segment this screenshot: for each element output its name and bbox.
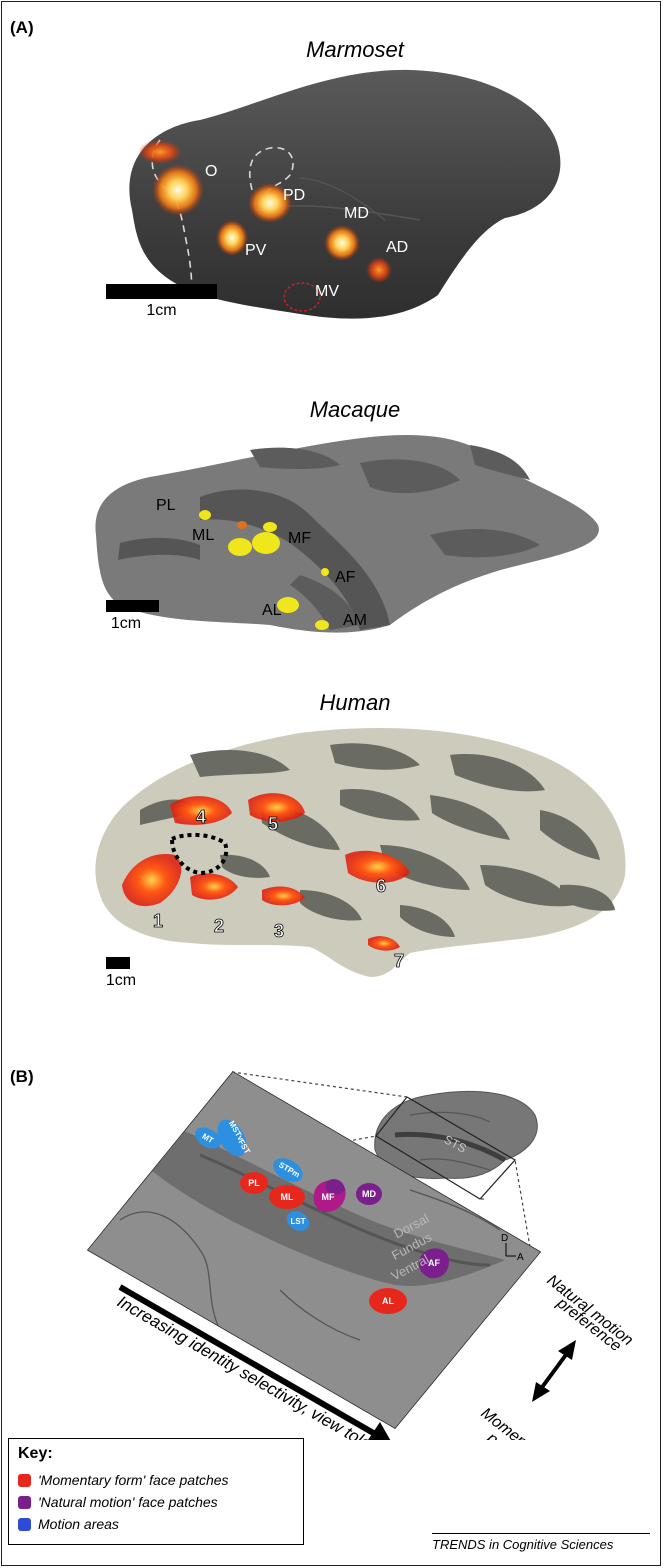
- macaque-label-al: AL: [262, 602, 282, 619]
- macaque-patch-mf-b: [263, 522, 277, 532]
- marmoset-scale-bar: [106, 284, 217, 299]
- marmoset-patch-o: [152, 164, 204, 216]
- key-item-motion: Motion areas: [18, 1516, 119, 1532]
- key-swatch-motion: [18, 1518, 31, 1531]
- macaque-patch-am: [315, 620, 329, 630]
- macaque-scale-bar: [106, 600, 159, 612]
- key-swatch-form: [18, 1474, 31, 1487]
- key-swatch-natural: [18, 1496, 31, 1509]
- marmoset-label-pd: PD: [283, 187, 305, 204]
- marmoset-patch-md: [324, 225, 360, 261]
- macaque-patch-ml: [228, 538, 252, 556]
- region-al-label: AL: [382, 1296, 394, 1306]
- orientation-a: A: [517, 1252, 524, 1263]
- macaque-scale-label: 1cm: [96, 615, 156, 633]
- macaque-label-pl: PL: [156, 497, 176, 514]
- credit-rule: [432, 1533, 650, 1534]
- journal-credit: TRENDS in Cognitive Sciences: [432, 1537, 652, 1552]
- key-label-natural: 'Natural motion' face patches: [38, 1494, 218, 1510]
- macaque-patch-pl: [199, 510, 211, 520]
- macaque-label-ml: ML: [192, 527, 214, 544]
- region-ml-label: ML: [281, 1192, 294, 1202]
- macaque-label-am: AM: [343, 612, 367, 629]
- region-lst-label: LST: [290, 1217, 305, 1226]
- human-label-3: 3: [274, 921, 284, 941]
- human-label-7: 7: [394, 951, 404, 971]
- marmoset-label-mv: MV: [315, 283, 339, 300]
- human-label-4: 4: [196, 807, 206, 827]
- key-item-form: 'Momentary form' face patches: [18, 1472, 229, 1488]
- macaque-cortex: [95, 435, 598, 633]
- human-scale-bar: [106, 957, 130, 969]
- marmoset-brain: O PD PV MD AD MV: [0, 60, 663, 340]
- region-md-label: MD: [362, 1189, 376, 1199]
- key-title: Key:: [18, 1445, 53, 1463]
- key-label-motion: Motion areas: [38, 1516, 119, 1532]
- human-title: Human: [205, 690, 505, 716]
- key-label-form: 'Momentary form' face patches: [38, 1472, 229, 1488]
- human-label-6: 6: [376, 876, 386, 896]
- macaque-title: Macaque: [205, 397, 505, 423]
- preference-double-arrow: [532, 1340, 576, 1402]
- macaque-brain: PL ML MF AF AL AM: [0, 425, 663, 645]
- human-label-2: 2: [214, 916, 224, 936]
- human-scale-label: 1cm: [96, 972, 146, 990]
- macaque-patch-af: [321, 568, 329, 576]
- orientation-d: D: [501, 1233, 508, 1244]
- human-brain: 1 2 3 4 5 6 7: [0, 715, 663, 980]
- sts-schematic: STS MT MSTv FST STPm LST PL ML AL: [0, 1060, 663, 1440]
- human-label-1: 1: [153, 911, 163, 931]
- key-item-natural: 'Natural motion' face patches: [18, 1494, 218, 1510]
- marmoset-label-md: MD: [344, 205, 369, 222]
- marmoset-patch-pv: [216, 220, 248, 256]
- legend-key: Key: 'Momentary form' face patches 'Natu…: [8, 1438, 304, 1545]
- panel-a-label: (A): [10, 18, 34, 38]
- macaque-label-mf: MF: [288, 530, 311, 547]
- region-mf-label: MF: [322, 1192, 335, 1202]
- macaque-patch-mf: [252, 532, 280, 554]
- marmoset-patch-ad: [366, 257, 392, 283]
- marmoset-patch-occipital-edge: [138, 140, 182, 164]
- marmoset-scale-label: 1cm: [106, 302, 217, 320]
- human-label-5: 5: [268, 814, 278, 834]
- region-pl-label: PL: [248, 1178, 260, 1188]
- marmoset-label-o: O: [205, 163, 217, 180]
- macaque-label-af: AF: [335, 569, 356, 586]
- marmoset-label-ad: AD: [386, 239, 408, 256]
- macaque-patch-small: [237, 521, 247, 529]
- marmoset-label-pv: PV: [245, 242, 267, 259]
